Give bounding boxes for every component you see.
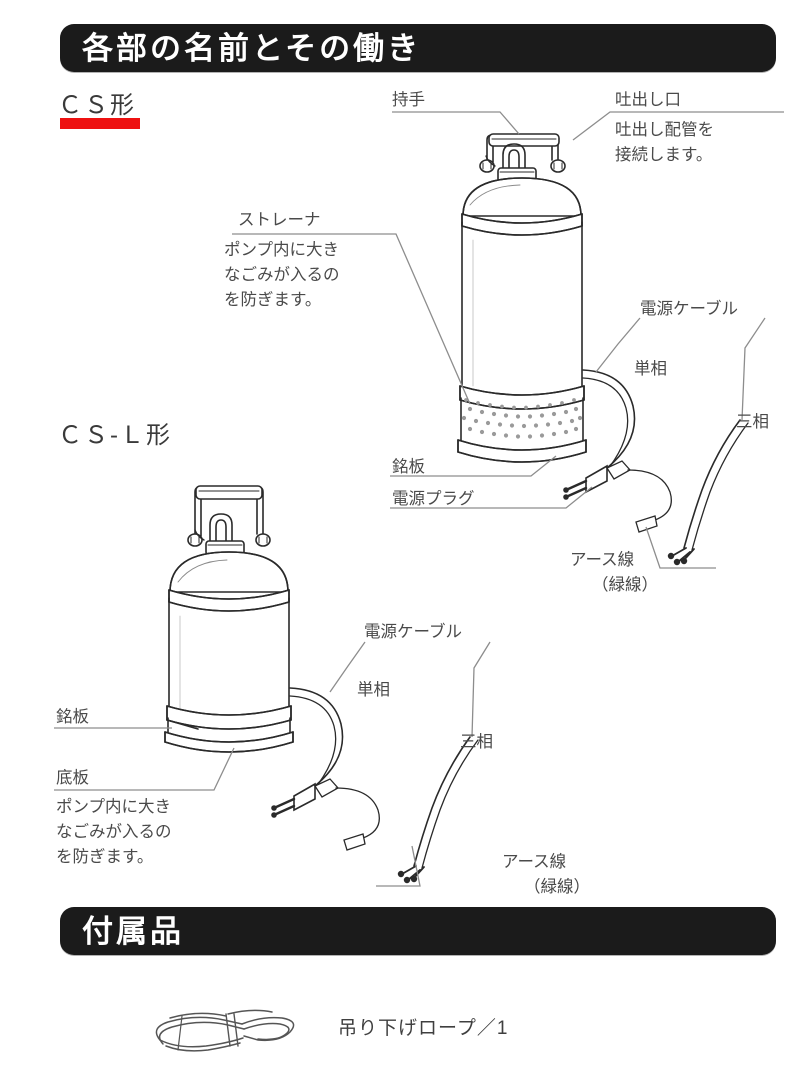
callout-nameplate-csl: 銘板: [56, 708, 89, 726]
section-banner-accessories: 付属品: [60, 907, 776, 955]
callout-strainer-desc-line1: ポンプ内に大き: [224, 241, 340, 259]
callout-earth-wire-sub-csl: （緑線）: [524, 878, 590, 896]
callout-strainer-cs: ストレーナ: [238, 211, 321, 229]
section-banner-parts-title: 各部の名前とその働き: [82, 30, 422, 66]
callout-earth-wire-cs: アース線: [570, 551, 635, 569]
callout-nameplate-cs: 銘板: [392, 458, 425, 476]
callout-strainer-desc-line2: なごみが入るの: [224, 266, 340, 284]
callout-discharge-port-cs: 吐出し口: [615, 91, 681, 109]
section-banner-parts: 各部の名前とその働き: [60, 24, 776, 72]
strainer-perforation-pattern: [461, 398, 583, 439]
callout-power-plug-cs: 電源プラグ: [392, 490, 475, 508]
callout-three-phase-csl: 三相: [460, 733, 493, 751]
callout-three-phase-cs: 三相: [736, 413, 769, 431]
callout-discharge-desc-line1: 吐出し配管を: [615, 121, 714, 139]
callout-single-phase-csl: 単相: [357, 681, 390, 699]
callout-discharge-desc-line2: 接続します。: [615, 146, 713, 164]
callout-single-phase-cs: 単相: [634, 360, 667, 378]
callout-strainer-desc-line3: を防ぎます。: [224, 291, 322, 309]
callout-power-cable-csl: 電源ケーブル: [364, 623, 463, 641]
callout-bottom-plate-desc-line3: を防ぎます。: [56, 848, 154, 866]
callout-handle-cs: 持手: [392, 91, 425, 109]
callout-bottom-plate-csl: 底板: [56, 769, 89, 787]
model-title-csl: ＣＳ-Ｌ形: [58, 422, 172, 449]
callout-bottom-plate-desc-line2: なごみが入るの: [56, 823, 172, 841]
model-title-cs: ＣＳ形: [58, 92, 136, 119]
model-accent-bar-cs: [60, 118, 140, 129]
callout-earth-wire-sub-cs: （緑線）: [592, 576, 658, 594]
callout-bottom-plate-desc-line1: ポンプ内に大き: [56, 798, 172, 816]
callout-power-cable-cs: 電源ケーブル: [640, 300, 739, 318]
section-banner-accessories-title: 付属品: [82, 913, 184, 949]
callout-earth-wire-csl: アース線: [502, 853, 567, 871]
accessory-item-label: 吊り下げロープ／1: [338, 1018, 509, 1039]
